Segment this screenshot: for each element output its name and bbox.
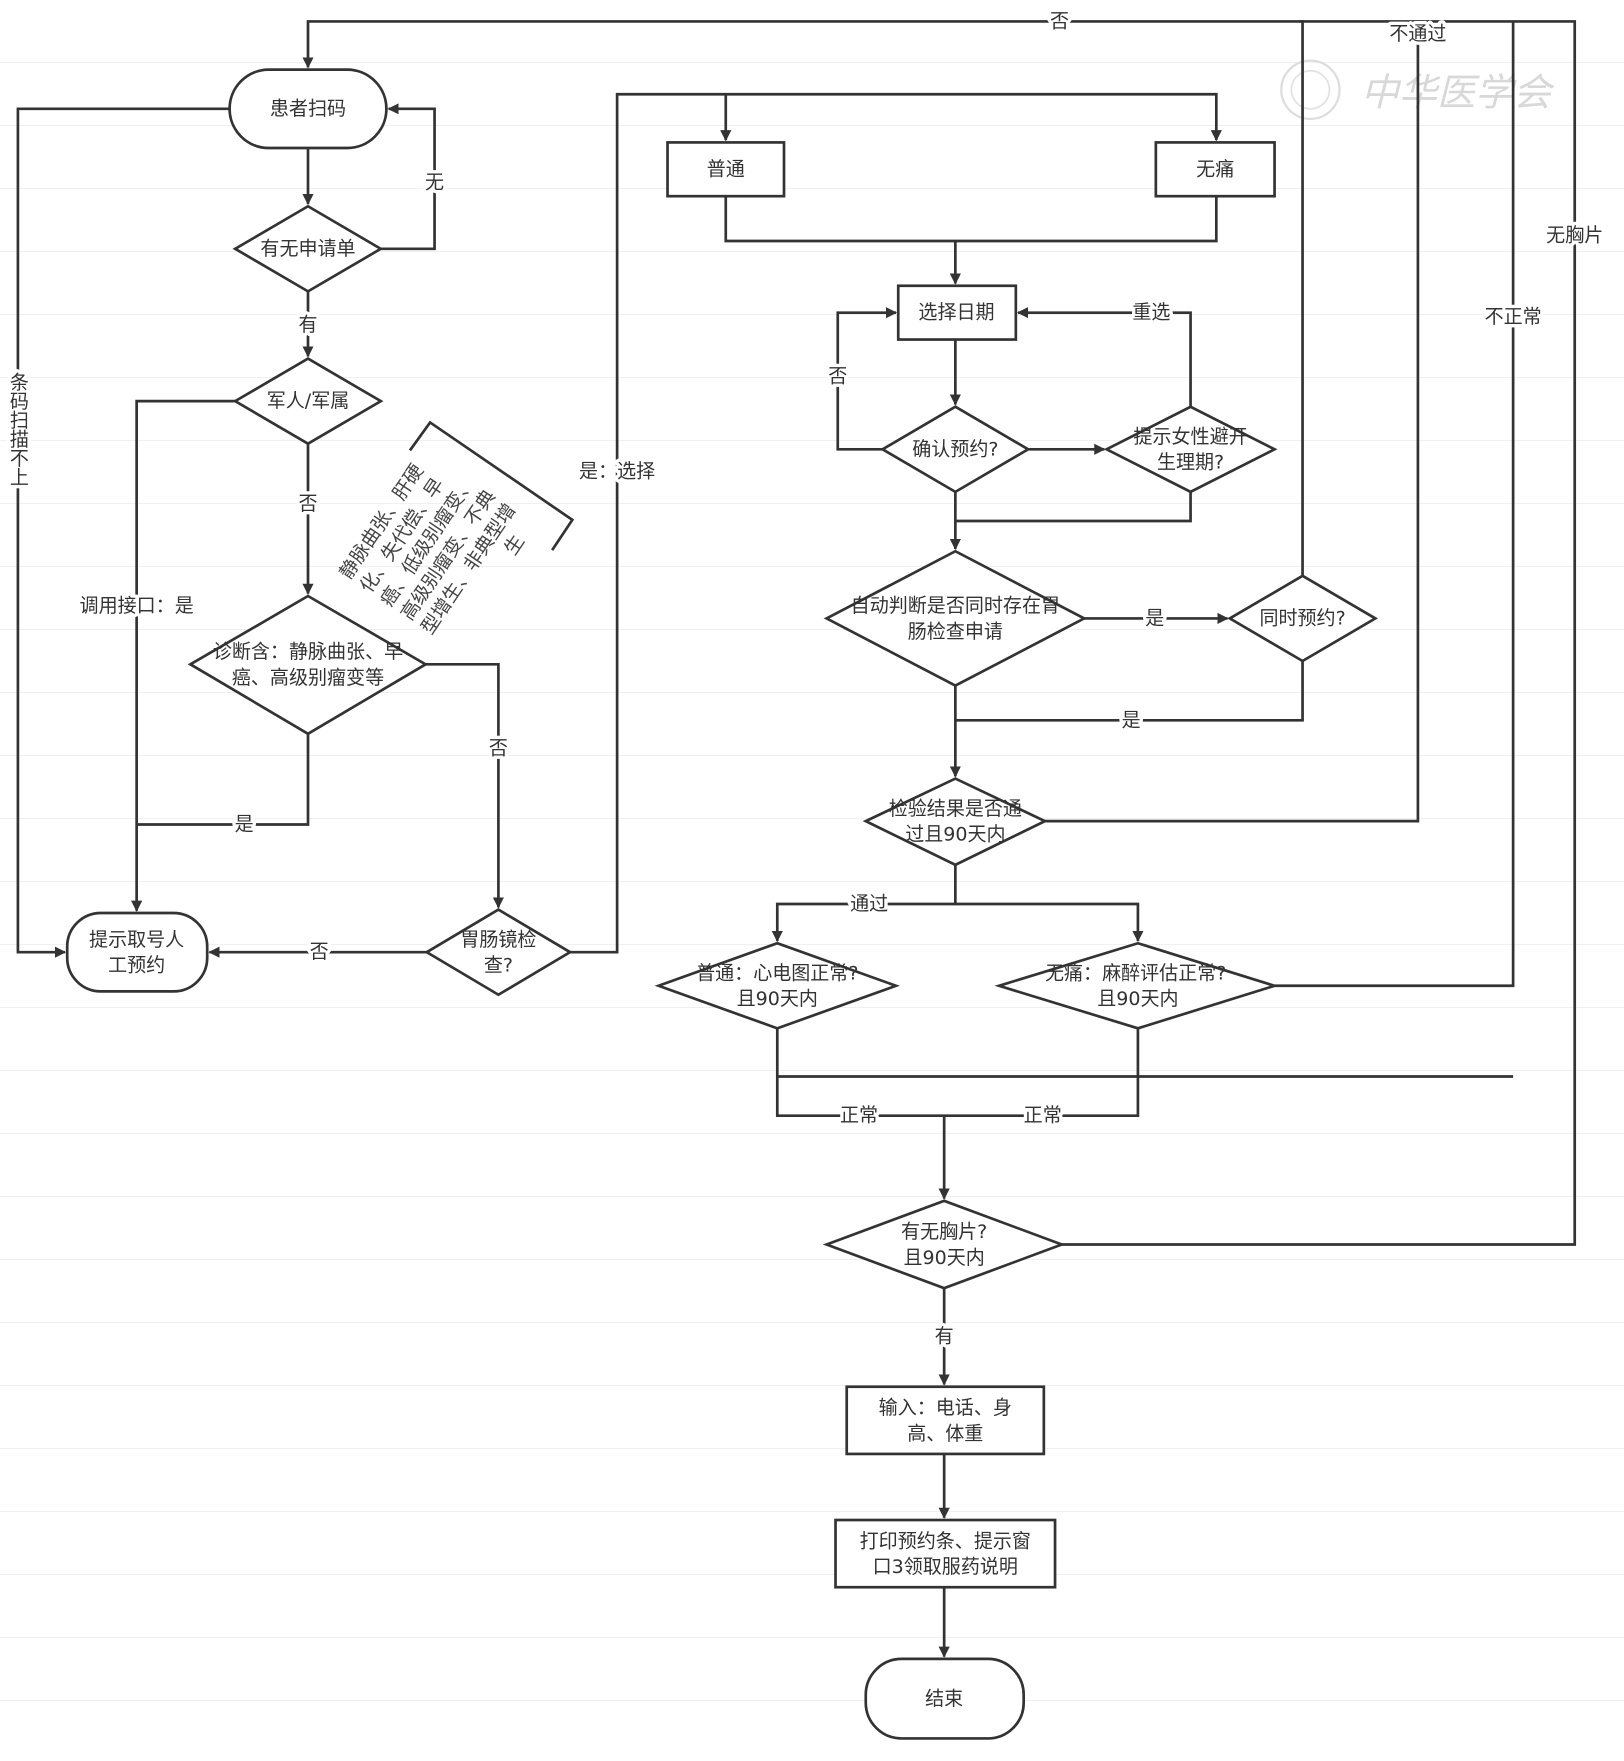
label-normal-1: 正常	[840, 1105, 878, 1127]
node-label: 且90天内	[1097, 988, 1178, 1010]
node-label: 输入：电话、身	[879, 1397, 1012, 1419]
label-none: 无	[425, 172, 444, 194]
node-label: 癌、高级别瘤变等	[232, 667, 384, 689]
label-auto-yes: 是	[1145, 607, 1164, 629]
seal-icon	[1280, 59, 1341, 121]
watermark: 中华医学会	[1280, 59, 1555, 121]
annotation-bracket	[408, 420, 575, 551]
node-label: 军人/军属	[267, 390, 350, 412]
annotation: 静脉曲张、肝硬 化、失代偿、早 癌、低级别瘤变、 高级别瘤变、不典 型增生、非典…	[335, 420, 575, 638]
edge-barcode-fail	[16, 107, 230, 958]
label-confirm-no: 否	[828, 366, 847, 388]
edge-pass-ecg	[771, 864, 957, 943]
node-diagnosis: 诊断含：静脉曲张、早 癌、高级别瘤变等	[187, 594, 429, 736]
edge-diag-yes	[136, 733, 310, 826]
edge-confirm-no	[836, 307, 898, 451]
node-lab: 检验结果是否通 过且90天内	[862, 777, 1049, 867]
node-end: 结束	[864, 1657, 1026, 1740]
edge-types-merge	[724, 196, 1218, 243]
edge-female-auto	[955, 491, 1192, 523]
node-label: 生理期?	[1157, 452, 1224, 474]
node-label: 且90天内	[737, 988, 818, 1010]
label-diag-yes: 是	[235, 814, 254, 836]
node-female: 提示女性避开 生理期?	[1103, 405, 1278, 494]
label-reselect: 重选	[1132, 302, 1170, 324]
edge-military-yes	[131, 399, 236, 912]
node-has-request: 有无申请单	[232, 204, 384, 293]
label-top-no: 否	[1050, 10, 1069, 32]
label-pass: 通过	[850, 893, 888, 915]
node-label: 打印预约条、提示窗	[860, 1530, 1031, 1552]
node-label: 无痛：麻醉评估正常?	[1045, 962, 1226, 984]
edge-endo-yes	[570, 92, 1222, 954]
label-has: 有	[298, 314, 317, 336]
node-label: 胃肠镜检	[460, 929, 536, 951]
node-label: 确认预约?	[912, 438, 998, 460]
edge-normal-merge	[775, 1028, 1140, 1118]
edge-nochest	[1061, 20, 1577, 1246]
node-manual: 提示取号人 工预约	[65, 911, 209, 993]
node-label: 有无申请单	[260, 238, 355, 260]
edge-diag-no	[425, 662, 505, 909]
node-label: 患者扫码	[270, 98, 346, 120]
edges	[16, 20, 1577, 1658]
node-anesthesia: 无痛：麻醉评估正常? 且90天内	[994, 941, 1280, 1030]
label-not-pass: 不通过	[1389, 23, 1446, 45]
node-label: 无痛	[1196, 158, 1234, 180]
label-barcode-fail: 条码扫描不上	[7, 372, 29, 486]
node-label: 提示取号人	[89, 929, 184, 951]
node-label: 普通：心电图正常?	[696, 962, 858, 984]
node-label: 诊断含：静脉曲张、早	[213, 641, 403, 663]
edge-labels: 否 不通过 无胸片 不正常 无 有 否 调用接口：是 条码扫描不上 是 否 否 …	[4, 7, 1607, 1351]
node-auto: 自动判断是否同时存在胃 肠检查申请	[823, 549, 1088, 688]
label-normal-2: 正常	[1024, 1105, 1062, 1127]
label-diag-no: 否	[489, 737, 508, 759]
node-label: 过且90天内	[905, 824, 1005, 846]
node-label: 普通	[707, 158, 745, 180]
node-label: 有无胸片?	[901, 1221, 987, 1243]
label-simul-yes: 是	[1122, 709, 1141, 731]
node-print: 打印预约条、提示窗 口3领取服药说明	[834, 1518, 1057, 1589]
label-endo-yes-select: 是：选择	[579, 461, 655, 483]
node-normal: 普通	[666, 141, 786, 198]
node-label: 高、体重	[907, 1423, 983, 1445]
node-label: 选择日期	[918, 302, 994, 324]
edge-request-none	[380, 103, 436, 251]
node-label: 提示女性避开	[1133, 426, 1247, 448]
node-scan: 患者扫码	[228, 68, 388, 150]
node-confirm: 确认预约?	[879, 405, 1031, 494]
node-chest: 有无胸片? 且90天内	[822, 1199, 1066, 1290]
node-label: 肠检查申请	[908, 621, 1003, 643]
node-label: 工预约	[108, 955, 165, 977]
label-abnormal: 不正常	[1485, 306, 1542, 328]
edge-pass-anesthesia	[955, 902, 1144, 943]
edge-lab-notpass	[1044, 21, 1420, 823]
node-label: 查?	[484, 955, 513, 977]
node-label: 检验结果是否通	[889, 798, 1022, 820]
label-has-chest: 有	[935, 1325, 954, 1347]
node-label: 结束	[925, 1688, 963, 1710]
node-label: 口3领取服药说明	[873, 1556, 1018, 1578]
node-input: 输入：电话、身 高、体重	[845, 1385, 1046, 1456]
node-label: 且90天内	[904, 1247, 985, 1269]
node-painless: 无痛	[1154, 141, 1276, 198]
node-select-date: 选择日期	[896, 284, 1018, 341]
node-endoscopy: 胃肠镜检 查?	[424, 908, 573, 997]
edge-reselect	[1016, 307, 1192, 407]
watermark-text: 中华医学会	[1361, 70, 1555, 114]
edge-simul-yes	[955, 660, 1304, 722]
node-military: 军人/军属	[232, 357, 384, 446]
node-simultaneous: 同时预约?	[1227, 574, 1379, 663]
label-no-chest: 无胸片	[1546, 224, 1603, 246]
label-endo-no: 否	[310, 941, 329, 963]
label-not-military: 否	[298, 493, 317, 515]
edge-anesthesia-abnormal	[1274, 21, 1515, 988]
node-label: 同时预约?	[1259, 607, 1345, 629]
edge-simul-no	[302, 20, 1304, 576]
node-ecg: 普通：心电图正常? 且90天内	[654, 941, 900, 1030]
label-call-api-yes: 调用接口：是	[80, 595, 194, 617]
node-label: 自动判断是否同时存在胃	[851, 595, 1060, 617]
